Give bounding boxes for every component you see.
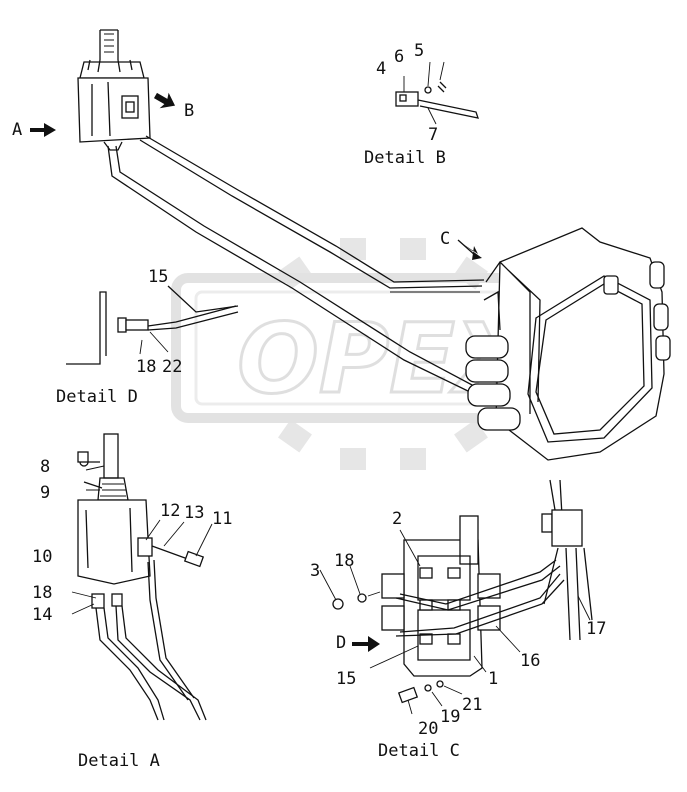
detail-b: 4 6 5 7 Detail B — [364, 41, 479, 168]
detail-c-caption: Detail C — [378, 741, 460, 761]
callout-3: 3 — [310, 561, 320, 581]
callout-1: 1 — [488, 669, 498, 689]
detail-b-caption: Detail B — [364, 148, 446, 168]
arrow-c-label: C — [440, 229, 450, 249]
detail-d-caption: Detail D — [56, 387, 138, 407]
detail-d: 15 18 22 Detail D — [56, 267, 239, 407]
callout-21: 21 — [462, 695, 482, 715]
callout-5: 5 — [414, 41, 424, 61]
callout-17: 17 — [586, 619, 606, 639]
callout-18-detail-c: 18 — [334, 551, 354, 571]
callout-18-detail-a: 18 — [32, 583, 52, 603]
detail-a: 8 9 10 12 13 11 18 14 Detail A — [32, 433, 232, 771]
callout-14: 14 — [32, 605, 52, 625]
lever-assembly — [77, 29, 151, 151]
arrow-d-label: D — [336, 633, 346, 653]
callout-8: 8 — [40, 457, 50, 477]
detail-a-caption: Detail A — [78, 751, 160, 771]
callout-4: 4 — [376, 59, 386, 79]
callout-19: 19 — [440, 707, 460, 727]
callout-11: 11 — [212, 509, 232, 529]
callout-16: 16 — [520, 651, 540, 671]
callout-7: 7 — [428, 125, 438, 145]
callout-15-detail-c: 15 — [336, 669, 356, 689]
callout-10: 10 — [32, 547, 52, 567]
control-panel — [465, 227, 671, 461]
panel-knobs — [465, 261, 671, 431]
cable-run — [107, 135, 485, 393]
callout-22: 22 — [162, 357, 182, 377]
view-arrow-a: A — [12, 120, 56, 140]
callout-13: 13 — [184, 503, 204, 523]
callout-2: 2 — [392, 509, 402, 529]
callout-9: 9 — [40, 483, 50, 503]
callout-6: 6 — [394, 47, 404, 67]
callout-18-detail-d: 18 — [136, 357, 156, 377]
view-arrow-b: B — [153, 92, 194, 121]
callout-12: 12 — [160, 501, 180, 521]
arrow-b-label: B — [184, 101, 194, 121]
detail-c: 18 3 2 D 15 1 16 17 20 19 21 Detail C — [310, 479, 606, 761]
view-arrow-c: C — [440, 229, 482, 260]
callout-20: 20 — [418, 719, 438, 739]
arrow-a-label: A — [12, 120, 22, 140]
callout-15-detail-d: 15 — [148, 267, 168, 287]
